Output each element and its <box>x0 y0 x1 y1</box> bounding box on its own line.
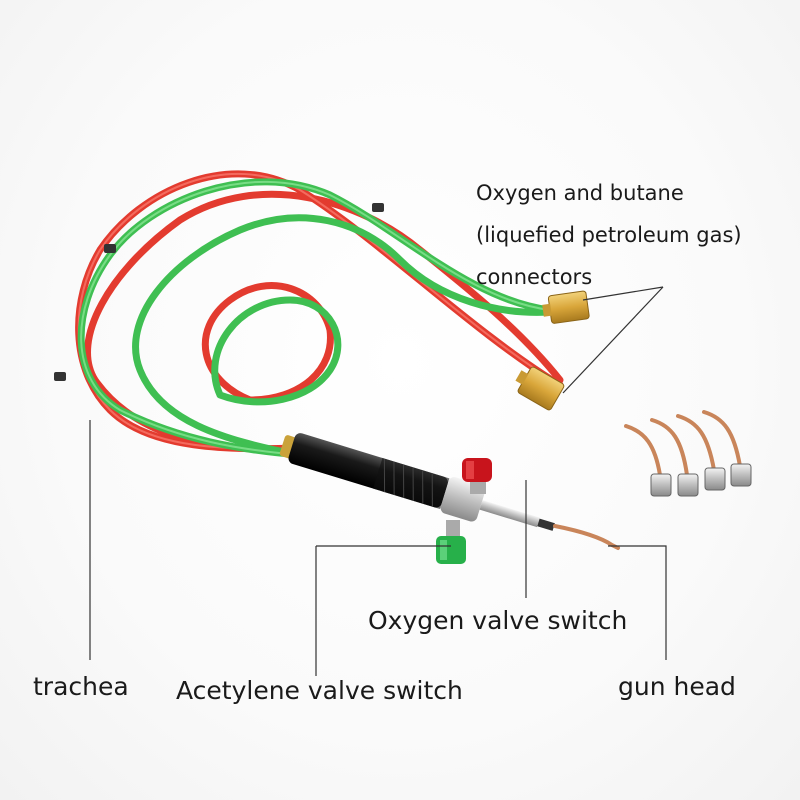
acetylene-valve-label: Acetylene valve switch <box>176 676 463 705</box>
oxygen-valve-knob <box>462 458 492 494</box>
acetylene-valve-knob <box>436 520 466 564</box>
spare-tips <box>624 410 742 477</box>
gun-head-label: gun head <box>618 672 736 701</box>
hose-clips <box>54 203 384 381</box>
green-hose-highlight <box>80 180 551 456</box>
connectors-label-line-1: Oxygen and butane <box>476 181 684 205</box>
connectors-label: Oxygen and butane (liquefied petroleum g… <box>476 172 742 298</box>
connectors-label-line-3: connectors <box>476 265 593 289</box>
trachea-label: trachea <box>33 672 129 701</box>
brass-connector-green <box>542 290 590 324</box>
brass-connector-red <box>515 366 565 411</box>
torch-nozzle <box>553 524 620 550</box>
oxygen-valve-label: Oxygen valve switch <box>368 606 628 635</box>
connectors-label-line-2: (liquefied petroleum gas) <box>476 223 742 247</box>
leader-lines <box>89 286 667 676</box>
torch-handle <box>279 433 555 531</box>
spare-tip-fittings <box>650 463 752 497</box>
